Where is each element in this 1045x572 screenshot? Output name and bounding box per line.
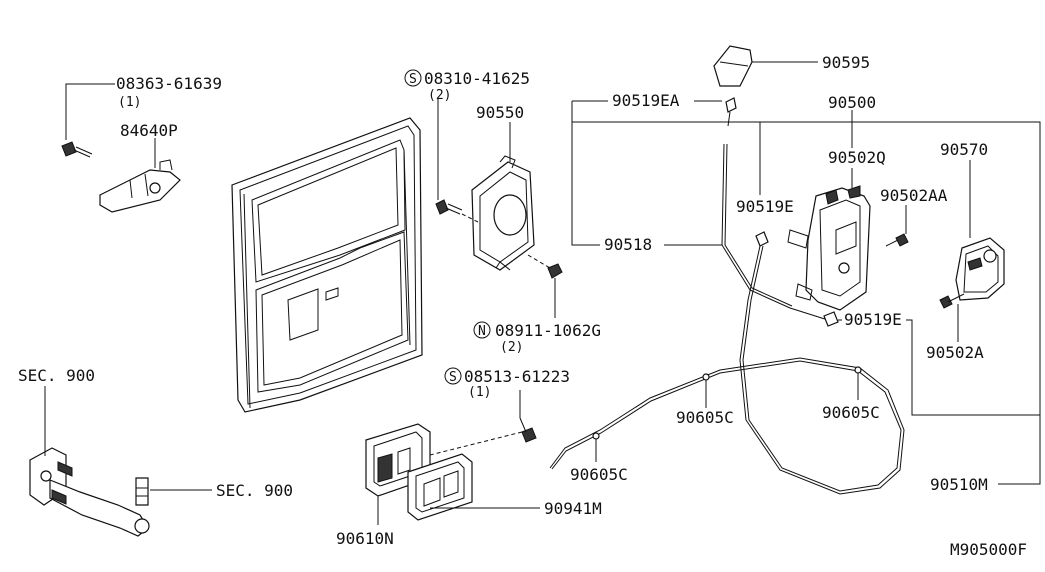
- svg-text:N: N: [478, 324, 486, 339]
- callout-90519ea: 90519EA: [612, 91, 680, 110]
- callout-08513-61223: 08513-61223: [464, 367, 570, 386]
- screw-08513-part: [519, 417, 537, 443]
- callout-90518: 90518: [604, 235, 652, 254]
- callout-90519e-a: 90519E: [736, 197, 794, 216]
- callout-90510m: 90510M: [930, 475, 988, 494]
- callout-08310-41625: 08310-41625: [424, 69, 530, 88]
- callout-90605c-c: 90605C: [570, 465, 628, 484]
- diagram-code: M905000F: [950, 540, 1027, 559]
- nut-08911-part: [547, 263, 563, 279]
- callout-08363-61639: 08363-61639: [116, 74, 222, 93]
- striker-84640p-part: [99, 159, 181, 213]
- callout-08911-1062g: 08911-1062G: [495, 321, 601, 340]
- callout-90502q: 90502Q: [828, 148, 886, 167]
- callout-08911-qty: (2): [500, 340, 523, 355]
- leader-08363: [65, 83, 115, 140]
- striker-plate-90570-part: [955, 237, 1005, 301]
- bolt-08363-part: [61, 141, 93, 158]
- group-bracket-top: [571, 100, 1041, 416]
- callout-08363-qty: (1): [118, 95, 141, 110]
- callout-84640p: 84640P: [120, 121, 178, 140]
- callout-90550: 90550: [476, 103, 524, 122]
- s-circle-icon: S: [404, 69, 422, 87]
- callout-90502a: 90502A: [926, 343, 984, 362]
- callout-90941m: 90941M: [544, 499, 602, 518]
- callout-90519e-b: 90519E: [844, 310, 902, 329]
- door-lock-90500-part: [787, 185, 871, 311]
- callout-90500: 90500: [828, 93, 876, 112]
- callout-90502aa: 90502AA: [880, 186, 948, 205]
- rod-clip-90519ea-part: [725, 97, 737, 127]
- lock-base-90550-part: [471, 155, 535, 271]
- callout-90595: 90595: [822, 53, 870, 72]
- svg-text:S: S: [409, 72, 417, 87]
- callout-90605c-a: 90605C: [676, 408, 734, 427]
- svg-text:S: S: [449, 370, 457, 385]
- door-check-link-part: [29, 447, 150, 537]
- cable-90510m-part: [549, 245, 905, 495]
- screw-90502a-part: [939, 293, 965, 309]
- callout-90610n: 90610N: [336, 529, 394, 548]
- callout-sec900-a: SEC. 900: [18, 366, 95, 385]
- escutcheon-90941m-part: [407, 453, 473, 521]
- rod-clip-90519e-part: [755, 231, 769, 247]
- knob-cap-90595-part: [713, 45, 753, 87]
- n-circle-icon: N: [473, 321, 491, 339]
- callout-sec900-b: SEC. 900: [216, 481, 293, 500]
- leader-90510m: [998, 415, 1041, 485]
- s-circle-icon-2: S: [444, 367, 462, 385]
- callout-08513-qty: (1): [468, 385, 491, 400]
- callout-90605c-b: 90605C: [822, 403, 880, 422]
- callout-90570: 90570: [940, 140, 988, 159]
- callout-08310-qty: (2): [428, 88, 451, 103]
- door-panel: [231, 117, 423, 413]
- bolt-08310-part: [435, 199, 463, 215]
- screw-90502aa-part: [885, 233, 909, 247]
